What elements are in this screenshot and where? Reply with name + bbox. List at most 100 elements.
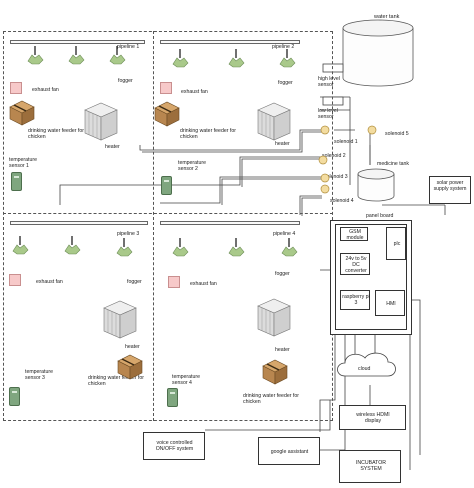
feeder-3-label: drinking water feeder for chicken [88, 375, 144, 387]
pipeline-3-label: pipeline 3 [117, 231, 140, 237]
exhaust-fan-3-label: exhaust fan [36, 279, 63, 285]
pipeline-2-label: pipeline 2 [272, 44, 295, 50]
plc-label: plc [393, 241, 401, 247]
gsm-module-label: GSM module [346, 229, 364, 241]
solenoid-2-icon [318, 155, 328, 165]
low-level-sensor-label: low level sensor [318, 108, 338, 120]
heater-2-label: heater [275, 141, 290, 147]
heater-4-label: heater [275, 347, 290, 353]
heater-4-icon [257, 298, 291, 337]
plc-box: plc [386, 227, 406, 260]
water-tank-icon [342, 19, 414, 87]
high-level-sensor-icon [322, 63, 344, 73]
fogger-icon-2 [68, 46, 85, 65]
solar-power-box: solar power supply system [429, 176, 471, 204]
fogger-icon-12 [281, 238, 298, 257]
voice-control-box: voice controlled ON/OFF system [143, 432, 205, 460]
google-assistant-box: google assistant [258, 437, 320, 465]
solenoid-5-label: solenoid 5 [385, 131, 409, 137]
exhaust-fan-1-label: exhaust fan [32, 87, 59, 93]
fogger-icon-1 [27, 46, 44, 65]
solenoid-4-label: solenoid 4 [330, 198, 354, 204]
temperature-sensor-3-icon [9, 387, 20, 406]
solenoid-3-label: solenoid 3 [324, 174, 348, 180]
exhaust-fan-4-icon [168, 276, 180, 288]
temperature-sensor-1-label: temperature sensor 1 [9, 157, 37, 169]
temperature-sensor-1-icon [11, 172, 22, 191]
high-level-sensor-label: high level sensor [318, 76, 340, 88]
temperature-sensor-4-icon [167, 388, 178, 407]
horizontal-divider [3, 213, 333, 214]
raspberry-pi-label: raspberry pi 3 [342, 294, 370, 306]
google-assistant-label: google assistant [270, 449, 309, 455]
fogger-2-label: fogger [278, 80, 293, 86]
exhaust-fan-4-label: exhaust fan [190, 281, 217, 287]
heater-3-icon [103, 300, 137, 339]
exhaust-fan-2-icon [160, 82, 172, 94]
fogger-3-label: fogger [127, 279, 142, 285]
fogger-icon-4 [172, 49, 189, 68]
wireless-hmi-box: wireless HDMI display [339, 405, 406, 430]
fogger-1-label: fogger [118, 78, 133, 84]
fogger-icon-8 [64, 236, 81, 255]
feeder-1-label: drinking water feeder for chicken [28, 128, 84, 140]
medicine-tank-icon [357, 168, 395, 202]
fogger-icon-10 [172, 238, 189, 257]
temperature-sensor-3-label: temperature sensor 3 [25, 369, 53, 381]
feeder-2-label: drinking water feeder for chicken [180, 128, 236, 140]
medicine-tank-label: medicine tank [377, 161, 410, 167]
fogger-icon-9 [116, 238, 133, 257]
fogger-icon-11 [228, 238, 245, 257]
panel-board-label: panel board [366, 213, 394, 219]
hmi-box: HMI [375, 290, 405, 316]
cloud-label: cloud [358, 366, 371, 372]
feeder-1-icon [9, 100, 35, 126]
vertical-divider [153, 31, 154, 421]
fogger-icon-6 [279, 49, 296, 68]
pipeline-4-bar [160, 221, 300, 225]
solenoid-3-icon [320, 173, 330, 183]
feeder-3-icon [117, 354, 143, 380]
temperature-sensor-2-icon [161, 176, 172, 195]
pipeline-2-bar [160, 40, 300, 44]
hmi-label: HMI [386, 301, 396, 307]
pipeline-4-label: pipeline 4 [273, 231, 296, 237]
fogger-4-label: fogger [275, 271, 290, 277]
feeder-4-label: drinking water feeder for chicken [243, 393, 299, 405]
raspberry-pi-box: raspberry pi 3 [340, 290, 370, 310]
voice-control-label: voice controlled ON/OFF system [155, 440, 194, 452]
pipeline-3-bar [10, 221, 148, 225]
pipeline-1-bar [10, 40, 145, 44]
heater-2-icon [257, 102, 291, 141]
exhaust-fan-2-label: exhaust fan [181, 89, 208, 95]
water-tank-label: water tank [374, 14, 400, 20]
solenoid-4-icon [320, 184, 330, 194]
solenoid-5-icon [367, 125, 377, 135]
wireless-hmi-label: wireless HDMI display [356, 412, 390, 424]
heater-1-label: heater [105, 144, 120, 150]
fogger-icon-7 [12, 236, 29, 255]
fogger-icon-3 [109, 46, 126, 65]
solenoid-1-icon [320, 125, 330, 135]
feeder-2-icon [154, 101, 180, 127]
fogger-icon-5 [228, 49, 245, 68]
incubator-box: INCUBATOR SYSTEM [339, 450, 401, 483]
exhaust-fan-1-icon [10, 82, 22, 94]
temperature-sensor-4-label: temperature sensor 4 [172, 374, 200, 386]
pipeline-1-label: pipeline 1 [117, 44, 140, 50]
gsm-module-box: GSM module [340, 227, 368, 241]
solenoid-2-label: solenoid 2 [322, 153, 346, 159]
cloud-icon [337, 352, 396, 377]
heater-1-icon [84, 102, 118, 141]
feeder-4-icon [262, 359, 288, 385]
incubator-label: INCUBATOR SYSTEM [355, 460, 387, 472]
dc-converter-box: 24v to 5v DC converter [340, 253, 370, 275]
solenoid-1-label: solenoid 1 [334, 139, 358, 145]
exhaust-fan-3-icon [9, 274, 21, 286]
heater-3-label: heater [125, 344, 140, 350]
low-level-sensor-icon [322, 96, 344, 106]
temperature-sensor-2-label: temperature sensor 2 [178, 160, 206, 172]
